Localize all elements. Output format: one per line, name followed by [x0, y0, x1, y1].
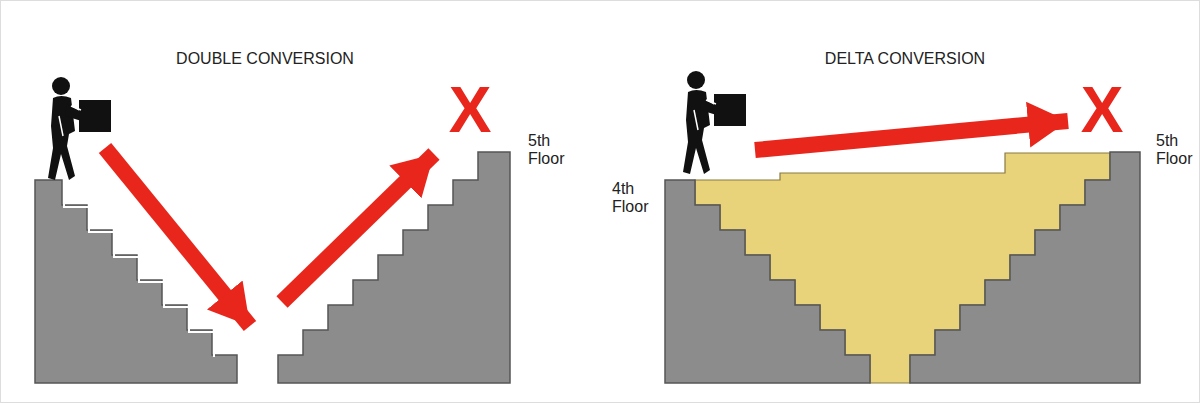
step-edges [280, 154, 476, 353]
straight-arrow [755, 121, 1068, 150]
panel-heading: DELTA CONVERSION [825, 50, 985, 68]
staircase-up [278, 152, 510, 383]
floor-label: 5th Floor [528, 132, 576, 169]
floor-label: 4th Floor [612, 180, 660, 217]
staircase-down [665, 180, 870, 383]
target-mark: X [449, 78, 492, 142]
up-arrow [282, 154, 434, 302]
down-arrow [105, 148, 250, 326]
staircase-up [910, 152, 1140, 383]
floor-label: 5th Floor [1156, 132, 1200, 169]
person-carrying-box [683, 71, 746, 174]
panel-heading: DOUBLE CONVERSION [176, 50, 354, 68]
person-carrying-box [48, 77, 111, 180]
step-edges [64, 184, 214, 357]
target-mark: X [1081, 78, 1124, 142]
